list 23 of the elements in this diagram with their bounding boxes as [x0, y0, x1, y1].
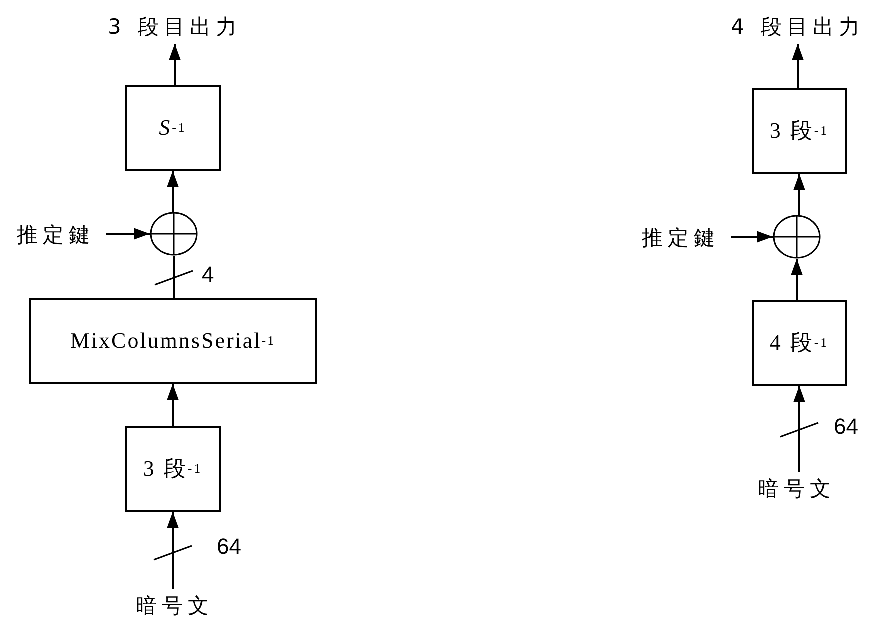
mix-columns-box: MixColumnsSerial$^{-1}$ [29, 298, 317, 384]
xor-circle [773, 215, 821, 259]
stage-box: 3 段$^{-1}$ [125, 426, 221, 512]
key-label: 推定鍵 [633, 221, 729, 255]
sbox-box: S$^{-1}$ [125, 85, 221, 171]
arrow [794, 174, 806, 215]
arrow [167, 384, 179, 426]
arrow [794, 386, 806, 472]
arrow [731, 231, 773, 243]
arrow [792, 44, 804, 88]
ciphertext-label: 暗号文 [747, 472, 847, 506]
xor-circle [150, 212, 198, 256]
arrow [169, 44, 181, 85]
stage-box: 3 段$^{-1}$ [752, 88, 847, 174]
arrow [791, 259, 803, 300]
arrow [167, 171, 179, 212]
output-label: 4 段目出力 [733, 10, 863, 44]
arrow [167, 512, 179, 589]
ciphertext-label: 暗号文 [125, 589, 225, 619]
key-label: 推定鍵 [8, 218, 104, 252]
stage-box: 4 段$^{-1}$ [752, 300, 847, 386]
output-label: 3 段目出力 [110, 10, 240, 44]
arrow [106, 228, 150, 240]
